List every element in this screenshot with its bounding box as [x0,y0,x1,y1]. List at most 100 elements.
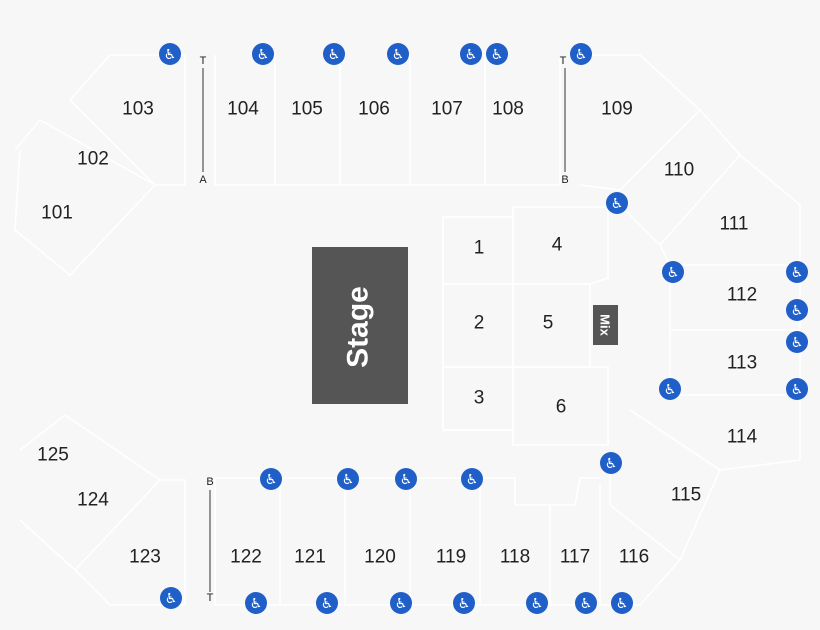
wheelchair-icon: ♿ [453,592,475,614]
section-112[interactable]: 112 [727,285,757,306]
svg-text:♿: ♿ [791,335,804,351]
floor-section-2[interactable]: 2 [474,313,485,334]
section-117[interactable]: 117 [560,547,590,568]
section-111[interactable]: 111 [720,214,749,235]
svg-text:♿: ♿ [791,382,804,398]
section-107[interactable]: 107 [431,99,463,120]
svg-text:♿: ♿ [466,472,479,488]
svg-text:♿: ♿ [165,591,178,607]
wheelchair-icon: ♿ [786,378,808,400]
svg-text:♿: ♿ [164,47,177,63]
svg-text:♿: ♿ [616,596,629,612]
svg-text:♿: ♿ [611,196,624,212]
svg-text:♿: ♿ [791,303,804,319]
svg-text:♿: ♿ [491,47,504,63]
wheelchair-icon: ♿ [662,261,684,283]
wheelchair-icon: ♿ [659,378,681,400]
wheelchair-icon: ♿ [337,468,359,490]
wheelchair-icon: ♿ [460,43,482,65]
section-104[interactable]: 104 [227,99,259,120]
floor-labels: 1 2 3 4 5 6 [474,235,567,418]
section-110[interactable]: 110 [664,160,694,181]
section-101[interactable]: 101 [41,203,73,224]
floor-section-1[interactable]: 1 [474,238,485,259]
section-109[interactable]: 109 [601,99,633,120]
svg-text:♿: ♿ [667,265,680,281]
section-106[interactable]: 106 [358,99,390,120]
wheelchair-icon: ♿ [245,592,267,614]
section-125[interactable]: 125 [37,445,69,466]
svg-text:♿: ♿ [664,382,677,398]
wheelchair-icon: ♿ [316,592,338,614]
wheelchair-icon: ♿ [570,43,592,65]
wheelchair-icon: ♿ [486,43,508,65]
svg-text:♿: ♿ [342,472,355,488]
svg-text:♿: ♿ [531,596,544,612]
section-115[interactable]: 115 [671,485,701,506]
wheelchair-icon: ♿ [260,468,282,490]
wheelchair-icon: ♿ [786,331,808,353]
floor-section-4[interactable]: 4 [552,235,563,256]
wheelchair-icon: ♿ [611,592,633,614]
floor-section-6[interactable]: 6 [556,397,567,418]
section-105[interactable]: 105 [291,99,323,120]
aisle-marker-a: A [199,174,207,186]
aisle-markers: T A T B B T [199,55,568,604]
svg-text:♿: ♿ [400,472,413,488]
aisle-marker-t: T [560,55,567,67]
svg-text:♿: ♿ [392,47,405,63]
svg-text:♿: ♿ [791,265,804,281]
stage[interactable]: Stage [312,247,408,404]
svg-text:♿: ♿ [265,472,278,488]
section-124[interactable]: 124 [77,490,109,511]
section-102[interactable]: 102 [77,149,109,170]
wheelchair-icon: ♿ [786,299,808,321]
floor-section-5[interactable]: 5 [543,313,554,334]
wheelchair-icon: ♿ [160,587,182,609]
section-122[interactable]: 122 [230,547,262,568]
section-119[interactable]: 119 [436,547,466,568]
svg-text:♿: ♿ [605,456,618,472]
section-103[interactable]: 103 [122,99,154,120]
section-113[interactable]: 113 [727,353,757,374]
section-labels: 101 102 103 104 105 106 107 108 109 110 … [37,99,757,568]
aisle-marker-t: T [200,55,207,67]
svg-text:♿: ♿ [580,596,593,612]
aisle-marker-t: T [207,592,214,604]
section-118[interactable]: 118 [500,547,530,568]
wheelchair-icon: ♿ [323,43,345,65]
svg-text:♿: ♿ [321,596,334,612]
section-108[interactable]: 108 [492,99,524,120]
svg-text:♿: ♿ [250,596,263,612]
wheelchair-icon: ♿ [387,43,409,65]
section-114[interactable]: 114 [727,427,758,448]
mix-position: Mix [593,305,618,345]
svg-text:♿: ♿ [395,596,408,612]
wheelchair-icon: ♿ [390,592,412,614]
stage-label: Stage [342,286,375,368]
floor-outlines [442,206,609,446]
floor-section-3[interactable]: 3 [474,388,485,409]
wheelchair-icon: ♿ [606,192,628,214]
wheelchair-icon: ♿ [395,468,417,490]
section-121[interactable]: 121 [294,547,326,568]
wheelchair-icon: ♿ [575,592,597,614]
section-outlines [14,54,801,606]
wheelchair-icon: ♿ [159,43,181,65]
svg-text:♿: ♿ [257,47,270,63]
wheelchair-icon: ♿ [526,592,548,614]
svg-text:♿: ♿ [465,47,478,63]
wheelchair-icon: ♿ [461,468,483,490]
svg-text:♿: ♿ [575,47,588,63]
section-120[interactable]: 120 [364,547,396,568]
section-116[interactable]: 116 [619,547,649,568]
aisle-marker-b: B [206,476,213,488]
section-123[interactable]: 123 [129,547,161,568]
aisle-marker-b: B [561,174,568,186]
wheelchair-icon: ♿ [252,43,274,65]
accessible-seating-icons: ♿ ♿ ♿ ♿ ♿ ♿ ♿ ♿ ♿ ♿ ♿ ♿ ♿ ♿ ♿ ♿ ♿ ♿ ♿ ♿ ♿ ♿ ♿ ♿ ♿ ♿ ♿ [159,43,808,614]
svg-text:♿: ♿ [458,596,471,612]
svg-text:♿: ♿ [328,47,341,63]
wheelchair-icon: ♿ [786,261,808,283]
